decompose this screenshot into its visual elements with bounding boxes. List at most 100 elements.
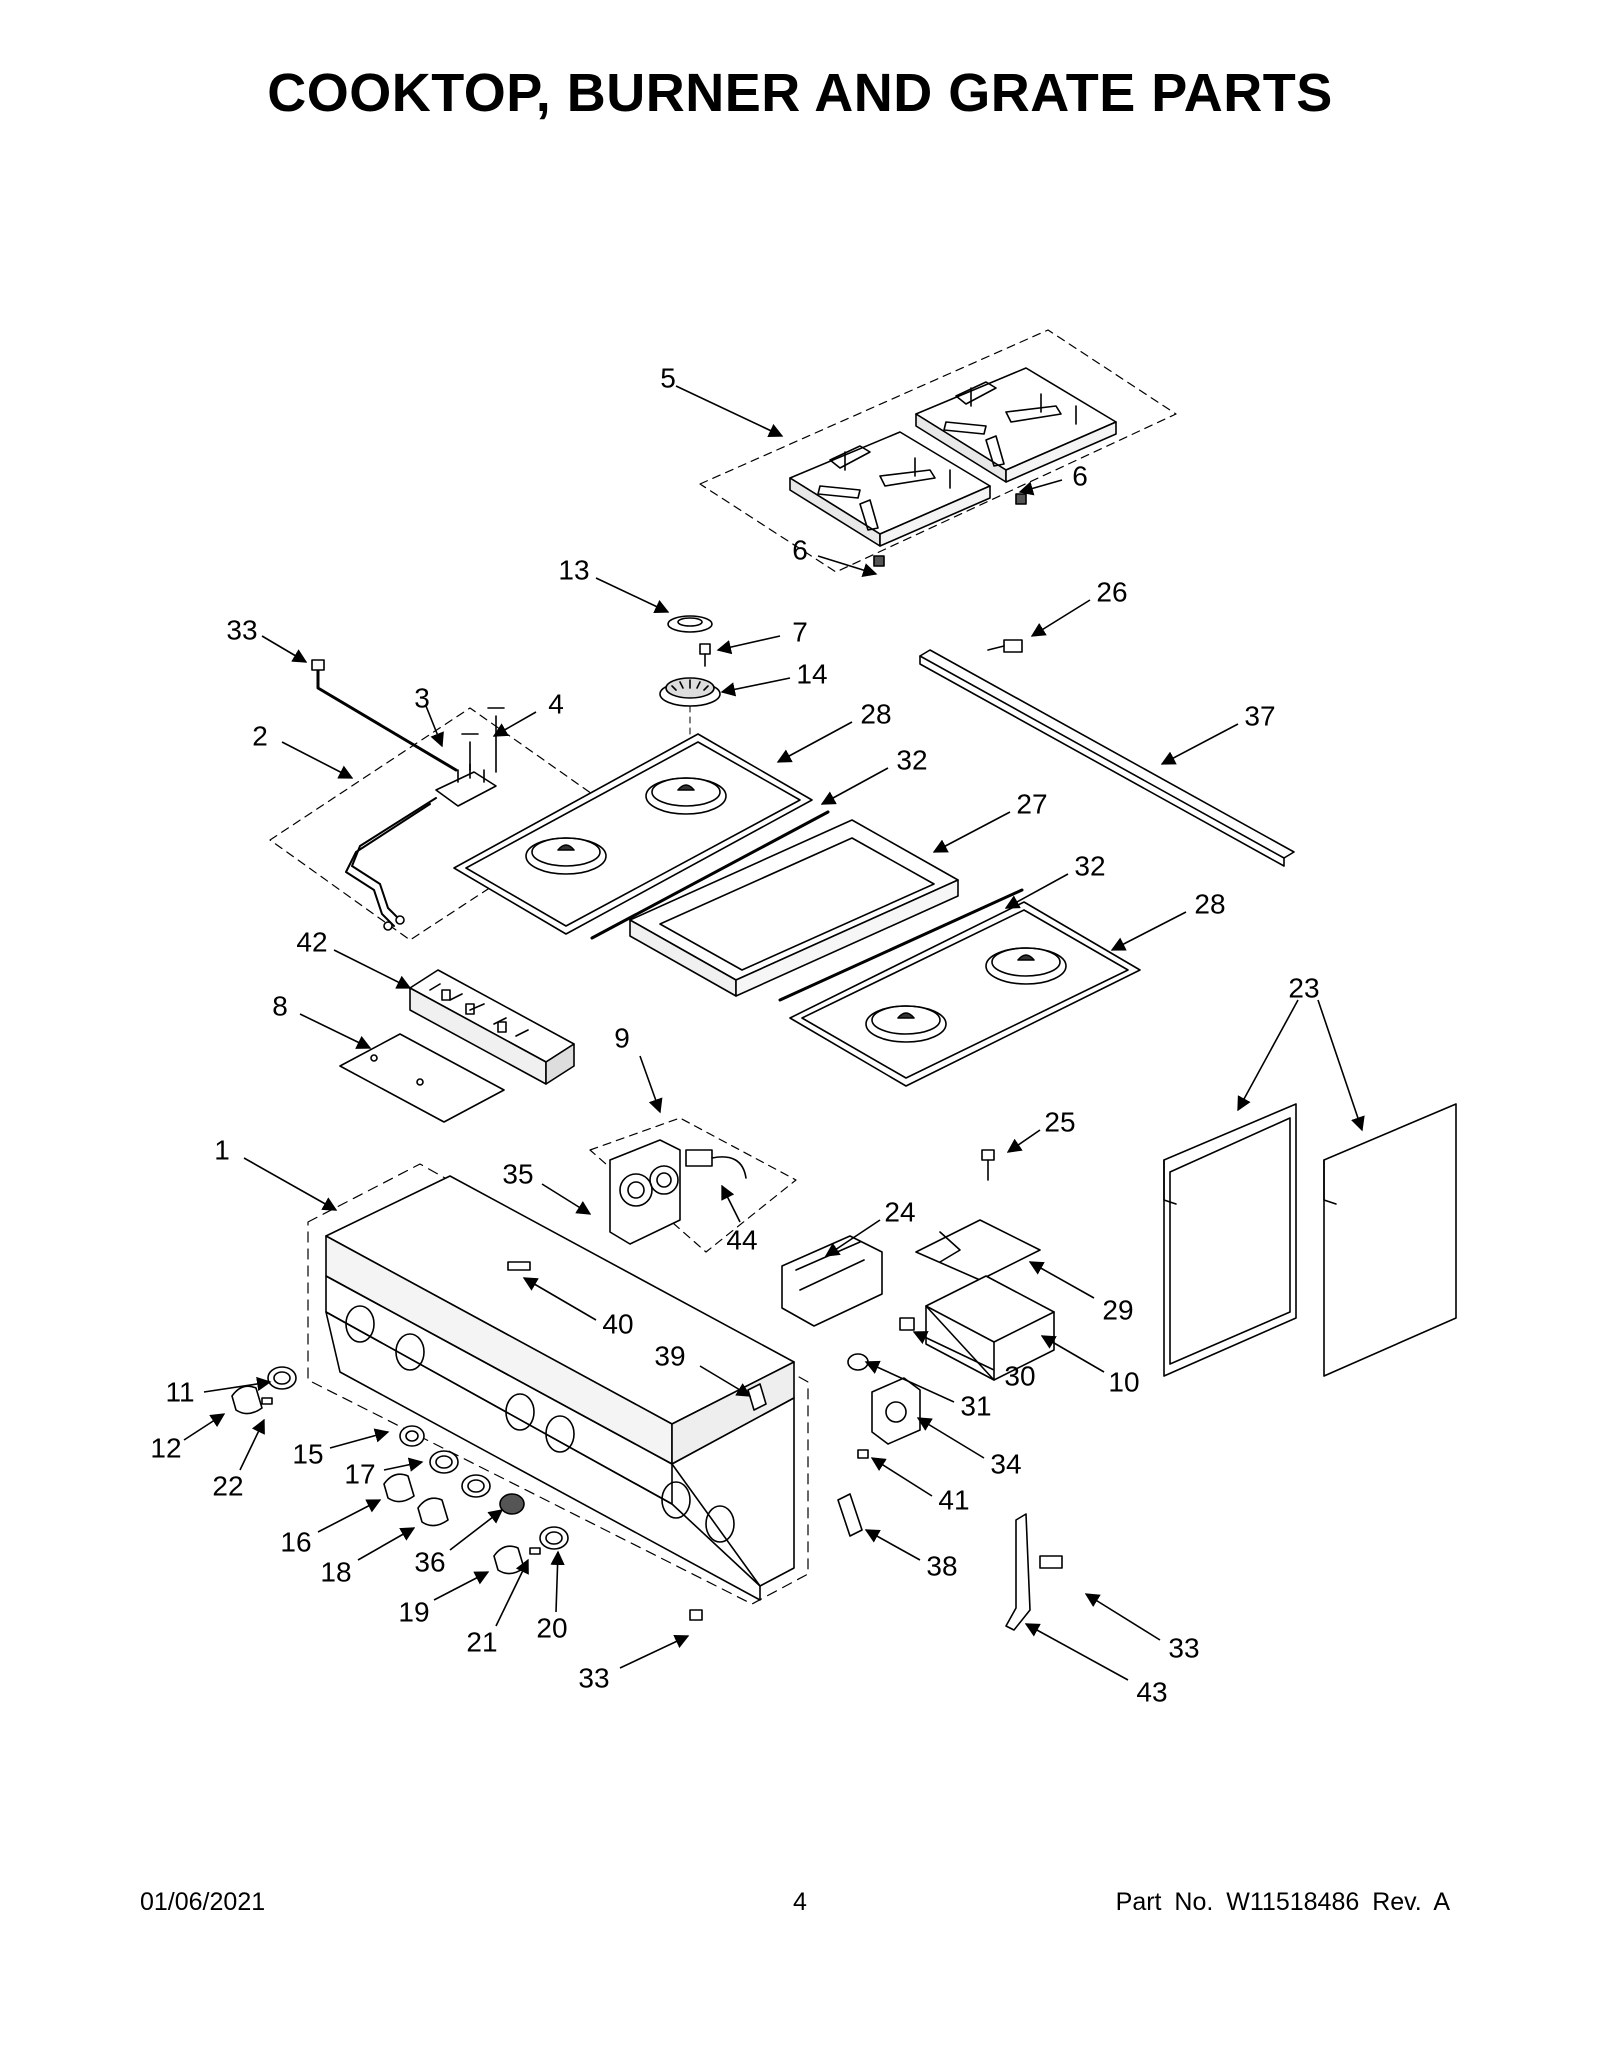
clip (837, 1493, 863, 1537)
leader-line-c31 (864, 1360, 955, 1403)
leader-line-c37 (1160, 723, 1239, 765)
page-title: COOKTOP, BURNER AND GRATE PARTS (267, 63, 1333, 123)
callout-c17: 17 (344, 1458, 375, 1489)
leader-line-c7 (716, 635, 781, 655)
leader-line-c15 (329, 1428, 390, 1449)
callout-c26: 26 (1096, 576, 1127, 607)
leader-line-c40 (522, 1277, 597, 1321)
leader-line-c12 (183, 1413, 226, 1441)
leader-line-c6a (1018, 479, 1063, 496)
callout-c31: 31 (960, 1390, 991, 1421)
knob (383, 1473, 415, 1503)
leader-line-c27 (932, 811, 1011, 853)
callout-c10: 10 (1108, 1366, 1139, 1397)
callout-c29: 29 (1102, 1294, 1133, 1325)
trim-screw (987, 639, 1023, 653)
leader-line-c10 (1040, 1335, 1105, 1373)
leader-line-c6b (817, 555, 878, 578)
leader-line-c29 (1028, 1261, 1095, 1299)
callout-c22: 22 (212, 1470, 243, 1501)
leader-line-c41 (870, 1457, 933, 1497)
bracket-screw (981, 1149, 995, 1181)
leader-line-c22 (239, 1418, 265, 1471)
leader-line-c28a (776, 721, 853, 763)
burner-screw (699, 643, 711, 667)
leader-line-c13 (595, 577, 670, 613)
knob-bezel (499, 1493, 525, 1515)
leader-line-c16 (317, 1499, 382, 1533)
knob-bezel (399, 1425, 425, 1447)
callout-c5: 5 (660, 362, 676, 393)
callout-c21: 21 (466, 1626, 497, 1657)
side-panel-right (1323, 1103, 1457, 1377)
leader-line-c4 (492, 711, 537, 737)
leader-line-c35 (541, 1183, 592, 1215)
knob (231, 1385, 263, 1415)
callout-c1: 1 (214, 1134, 230, 1165)
leader-line-c8 (299, 1013, 372, 1049)
grate-assembly (699, 329, 1177, 573)
leader-line-c20 (550, 1550, 565, 1613)
callout-c28a: 28 (860, 698, 891, 729)
burner-pan-left (453, 733, 813, 935)
callout-c39: 39 (654, 1340, 685, 1371)
leader-line-c11 (203, 1376, 272, 1393)
leader-line-c33b (1084, 1593, 1161, 1641)
leader-line-c42 (333, 949, 412, 989)
knob-screw (529, 1547, 541, 1555)
leader-line-c24 (824, 1219, 881, 1257)
callout-c38: 38 (926, 1550, 957, 1581)
knob-bezel (267, 1366, 297, 1390)
leader-line-c23 (1237, 999, 1299, 1112)
leader-line-c21 (495, 1558, 529, 1627)
leader-line-c14 (720, 677, 791, 697)
callout-c4: 4 (548, 688, 564, 719)
leader-line-c32b (1004, 873, 1069, 909)
grate-right (915, 367, 1117, 505)
knob (493, 1545, 525, 1575)
leader-line-c28b (1110, 911, 1187, 951)
connector (899, 1317, 915, 1331)
leader-line-c34 (916, 1417, 985, 1459)
callout-c9: 9 (614, 1022, 630, 1053)
leader-line-c1 (243, 1157, 338, 1211)
callout-c27: 27 (1016, 788, 1047, 819)
control-board (409, 969, 575, 1085)
callout-c20: 20 (536, 1612, 567, 1643)
knob (417, 1497, 449, 1527)
knob-screw (261, 1397, 273, 1405)
bracket-screw (1039, 1555, 1063, 1569)
callout-c34: 34 (990, 1448, 1021, 1479)
leader-line-c38 (864, 1529, 921, 1561)
bracket (915, 1219, 1041, 1281)
knob-bezel (461, 1474, 491, 1498)
leader-line-c32a (820, 767, 889, 805)
callout-c30: 30 (1004, 1360, 1035, 1391)
leader-line-c33c (619, 1635, 690, 1669)
bracket-43 (1005, 1513, 1031, 1631)
callout-c13: 13 (558, 554, 589, 585)
leader-line-c9 (639, 1055, 663, 1114)
callout-c35: 35 (502, 1158, 533, 1189)
side-panel-left (1163, 1103, 1297, 1377)
callout-c43: 43 (1136, 1676, 1167, 1707)
callout-c33b: 33 (1168, 1632, 1199, 1663)
burner-head (659, 677, 721, 791)
switch-block (871, 1377, 921, 1445)
leader-line-c23b (1317, 999, 1365, 1132)
trim-strip (590, 810, 830, 940)
callout-c33a: 33 (226, 614, 257, 645)
leader-line-c39 (699, 1365, 752, 1397)
callout-c24: 24 (884, 1196, 915, 1227)
trim-strip (778, 888, 1024, 1002)
callout-c32b: 32 (1074, 850, 1105, 881)
small-screw (857, 1449, 869, 1459)
leader-line-c44 (721, 1184, 741, 1223)
callout-c14: 14 (796, 658, 827, 689)
grate-left (789, 431, 991, 567)
rear-trim (919, 649, 1295, 867)
leader-line-c36 (449, 1509, 504, 1551)
leader-line-c19 (433, 1571, 490, 1601)
